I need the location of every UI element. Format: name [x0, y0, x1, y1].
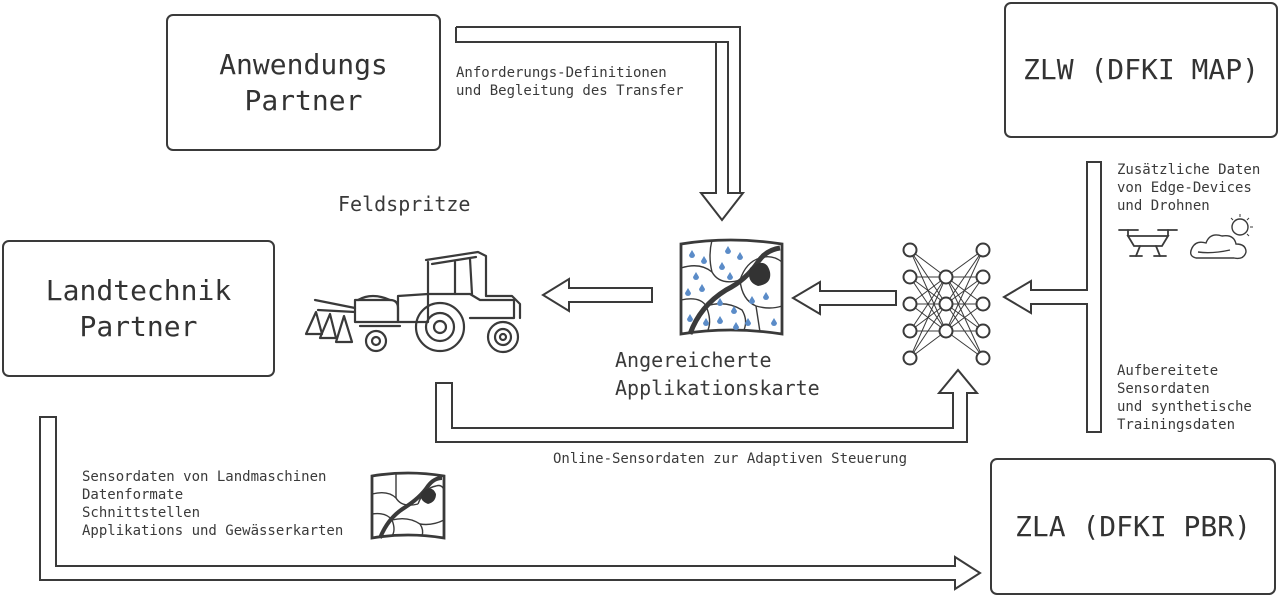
neural-network-icon	[902, 242, 991, 366]
nn-node	[902, 296, 918, 312]
nn-edge	[909, 276, 947, 359]
box-zla: ZLA (DFKI PBR)	[990, 458, 1276, 595]
box-title-line: Landtechnik	[45, 273, 232, 307]
arrow-nn-to-karte	[791, 280, 897, 316]
caption-line: Zusätzliche Daten	[1117, 162, 1261, 178]
label-feldspritze: Feldspritze	[338, 192, 471, 216]
nn-edge	[945, 276, 984, 332]
box-title-line: ZLW (DFKI MAP)	[1022, 53, 1259, 86]
small-field-map-icon	[370, 471, 446, 540]
nn-node	[975, 350, 991, 366]
box-anwendungs-partner: Anwendungs Partner	[166, 14, 441, 151]
caption-line: Trainingsdaten	[1117, 417, 1236, 433]
nn-node	[975, 296, 991, 312]
arrow-anforderungen	[455, 27, 746, 222]
caption-line: von Edge-Devices	[1117, 180, 1252, 196]
box-zlw: ZLW (DFKI MAP)	[1004, 2, 1278, 138]
caption-line: Schnittstellen	[82, 505, 201, 521]
nn-edge	[945, 330, 984, 359]
drone-icon	[1118, 229, 1178, 257]
nn-node	[938, 296, 954, 312]
label-applikationskarte: Angereicherte Applikationskarte	[615, 346, 820, 402]
caption-line: und Begleitung des Transfer	[456, 83, 684, 99]
nn-node	[938, 269, 954, 285]
arrow-landtechnik-to-zla	[39, 416, 982, 591]
weather-cloud-icon	[1189, 214, 1253, 260]
caption-aufbereitete-sensordaten: Aufbereitete Sensordaten und synthetisch…	[1117, 362, 1252, 434]
nn-node	[975, 242, 991, 258]
caption-zusaetzliche-daten: Zusätzliche Daten von Edge-Devices und D…	[1117, 161, 1260, 215]
caption-line: Aufbereitete	[1117, 363, 1219, 379]
label-line: Angereicherte	[615, 348, 772, 372]
caption-line: Applikations und Gewässerkarten	[82, 523, 344, 539]
tractor-sprayer-icon	[304, 250, 522, 354]
caption-line: Datenformate	[82, 487, 184, 503]
nn-node	[902, 323, 918, 339]
caption-anforderungen: Anforderungs-Definitionen und Begleitung…	[456, 64, 684, 100]
caption-sensordaten-landmaschinen: Sensordaten von Landmaschinen Datenforma…	[82, 468, 343, 540]
arrow-online-sensordaten	[435, 368, 980, 443]
nn-edge	[945, 249, 984, 332]
nn-edge	[945, 303, 984, 332]
caption-line: Sensordaten	[1117, 381, 1210, 397]
box-title-line: ZLA (DFKI PBR)	[1014, 509, 1251, 543]
label-line: Applikationskarte	[615, 376, 820, 400]
nn-node	[975, 323, 991, 339]
caption-line: Anforderungs-Definitionen	[456, 65, 667, 81]
box-title-line: Partner	[79, 309, 198, 343]
arrow-anforderungen-outline	[456, 26, 743, 194]
field-map-icon	[679, 238, 784, 336]
box-title-line: Anwendungs	[219, 47, 388, 81]
caption-line: und Drohnen	[1117, 198, 1210, 214]
caption-line: Sensordaten von Landmaschinen	[82, 469, 327, 485]
caption-line: und synthetische	[1117, 399, 1252, 415]
arrow-karte-to-tractor	[541, 277, 653, 313]
caption-online-sensordaten: Online-Sensordaten zur Adaptiven Steueru…	[553, 451, 908, 467]
nn-edge	[909, 303, 947, 359]
box-title-line: Partner	[244, 83, 363, 117]
box-landtechnik-partner: Landtechnik Partner	[2, 240, 275, 377]
nn-edge	[945, 249, 984, 278]
arrow-zlw-to-nn	[1002, 161, 1102, 433]
nn-edge	[945, 249, 984, 305]
nn-node	[902, 242, 918, 258]
nn-node	[975, 269, 991, 285]
nn-node	[902, 269, 918, 285]
nn-edge	[909, 276, 947, 332]
nn-node	[902, 350, 918, 366]
nn-node	[938, 323, 954, 339]
